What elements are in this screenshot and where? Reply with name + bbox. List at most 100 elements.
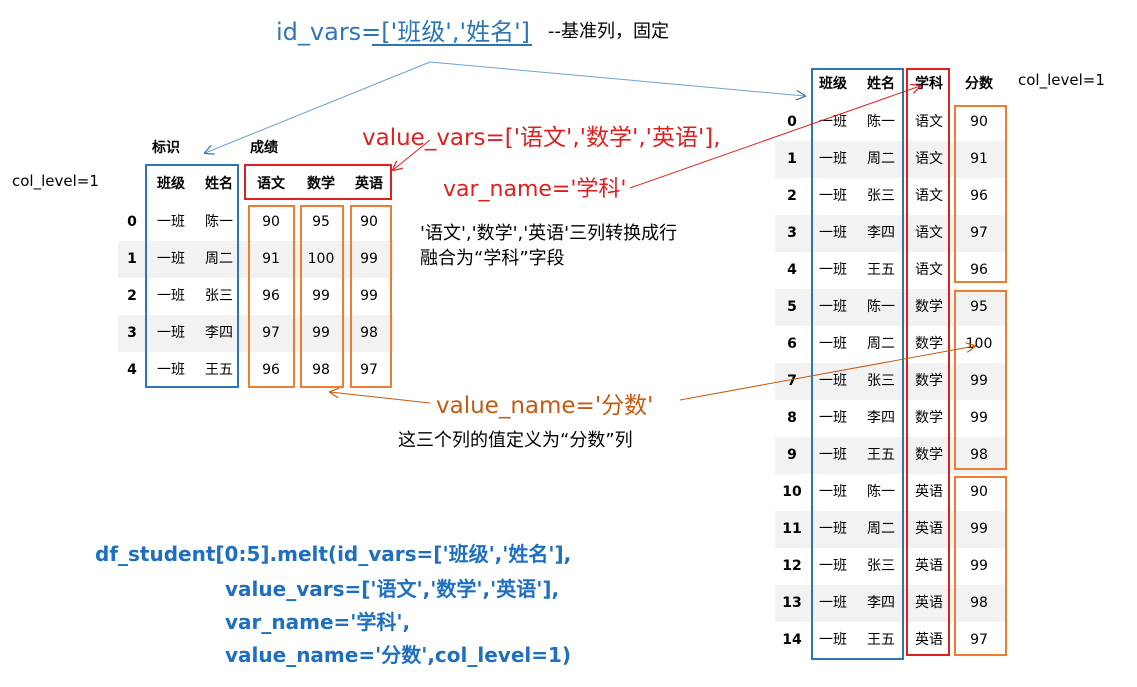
math-score-box <box>300 205 344 388</box>
row-index: 0 <box>127 214 137 230</box>
cell: 英语 <box>915 521 943 537</box>
cell: 一班 <box>819 595 847 611</box>
cell: 陈一 <box>867 484 895 500</box>
row-index: 4 <box>787 262 797 278</box>
code-line-3: var_name='学科', <box>225 610 411 634</box>
cell: 英语 <box>915 632 943 648</box>
arrow-to-value-vars-box <box>393 139 431 170</box>
cell: 数学 <box>915 410 943 426</box>
cell: 周二 <box>867 521 895 537</box>
cell: 99 <box>312 325 330 341</box>
id-vars-box <box>145 164 239 388</box>
row-index: 8 <box>787 410 797 426</box>
cell: 99 <box>312 288 330 304</box>
cell: 99 <box>970 373 988 389</box>
wide-col-header: 数学 <box>307 176 335 192</box>
cell: 一班 <box>819 262 847 278</box>
cell: 90 <box>262 214 280 230</box>
row-index: 11 <box>782 521 802 537</box>
id-vars-label: id_vars=['班级','姓名'] <box>276 18 531 46</box>
cell: 语文 <box>915 225 943 241</box>
cell: 英语 <box>915 595 943 611</box>
cell: 李四 <box>867 225 895 241</box>
cell: 一班 <box>157 325 185 341</box>
wide-col-header: 英语 <box>355 176 383 192</box>
long-col-header: 姓名 <box>867 76 895 92</box>
row-index: 6 <box>787 336 797 352</box>
wide-col-header: 班级 <box>157 176 185 192</box>
cell: 97 <box>970 632 988 648</box>
cell: 陈一 <box>205 214 233 230</box>
cell: 99 <box>360 251 378 267</box>
cell: 90 <box>970 484 988 500</box>
cell: 语文 <box>915 114 943 130</box>
row-index: 5 <box>787 299 797 315</box>
row-index: 13 <box>782 595 802 611</box>
table-row: 3 一班 李四 97 99 98 <box>118 315 394 352</box>
cell: 周二 <box>867 336 895 352</box>
code-line-4: value_name='分数',col_level=1) <box>225 643 572 667</box>
cell: 95 <box>970 299 988 315</box>
cell: 99 <box>970 410 988 426</box>
row-index: 9 <box>787 447 797 463</box>
cell: 张三 <box>867 558 895 574</box>
value-note: 这三个列的值定义为“分数”列 <box>398 430 633 451</box>
cell: 数学 <box>915 447 943 463</box>
convert-note-line2: 融合为“学科”字段 <box>420 248 565 269</box>
row-index: 0 <box>787 114 797 130</box>
cell: 王五 <box>867 262 895 278</box>
cell: 张三 <box>867 373 895 389</box>
cell: 97 <box>360 362 378 378</box>
cell: 96 <box>970 188 988 204</box>
cell: 96 <box>970 262 988 278</box>
row-index: 14 <box>782 632 802 648</box>
cell: 一班 <box>819 373 847 389</box>
wide-col-header: 语文 <box>257 176 285 192</box>
value-name-label: value_name='分数' <box>436 393 654 419</box>
cell: 李四 <box>867 595 895 611</box>
row-index: 12 <box>782 558 802 574</box>
code-line-1: df_student[0:5].melt(id_vars=['班级','姓名']… <box>95 542 572 566</box>
cell: 数学 <box>915 373 943 389</box>
arrow-to-identity-header <box>205 61 431 153</box>
cell: 97 <box>970 225 988 241</box>
arrow-to-score-header <box>679 346 975 401</box>
col-level-right-label: col_level=1 <box>1018 71 1105 89</box>
cell: 99 <box>970 521 988 537</box>
cell: 一班 <box>157 362 185 378</box>
row-index: 2 <box>787 188 797 204</box>
long-col-header: 班级 <box>819 76 847 92</box>
var-name-label: var_name='学科' <box>443 177 627 202</box>
cell: 英语 <box>915 484 943 500</box>
cell: 李四 <box>867 410 895 426</box>
code-line-2: value_vars=['语文','数学','英语'], <box>225 577 560 601</box>
cell: 李四 <box>205 325 233 341</box>
cell: 98 <box>360 325 378 341</box>
long-col-header: 分数 <box>965 76 993 92</box>
cell: 陈一 <box>867 114 895 130</box>
math-values-box <box>954 290 1007 470</box>
cell: 王五 <box>867 447 895 463</box>
cell: 英语 <box>915 558 943 574</box>
row-index: 7 <box>787 373 797 389</box>
row-index: 2 <box>127 288 137 304</box>
cell: 张三 <box>867 188 895 204</box>
row-index: 1 <box>127 251 137 267</box>
arrow-to-score-columns <box>330 392 431 404</box>
cell: 王五 <box>867 632 895 648</box>
group-header-identity: 标识 <box>152 140 180 156</box>
arrow-to-subject-header <box>629 86 920 189</box>
row-index: 3 <box>127 325 137 341</box>
chinese-values-box <box>954 105 1007 283</box>
cell: 99 <box>360 288 378 304</box>
cell: 语文 <box>915 151 943 167</box>
table-row: 7 一班 张三 数学 99 <box>775 363 1006 400</box>
